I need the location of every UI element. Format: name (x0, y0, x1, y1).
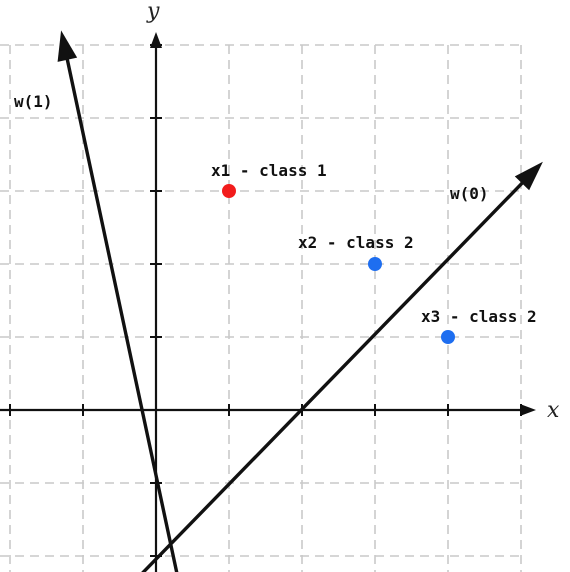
data-point-label: x2 - class 2 (298, 233, 414, 252)
vector-arrowhead-icon (514, 161, 543, 191)
vector-label: w(1) (14, 92, 53, 111)
x-axis-label: x (547, 398, 560, 423)
x-axis-arrow-icon (520, 404, 536, 416)
data-point (441, 330, 455, 344)
data-point (368, 257, 382, 271)
vector-label: w(0) (450, 184, 489, 203)
vector-shaft (141, 180, 525, 572)
vector-shaft (65, 57, 179, 572)
data-point-label: x3 - class 2 (421, 307, 537, 326)
data-point-label: x1 - class 1 (211, 161, 327, 180)
data-points: x1 - class 1 x2 - class 2 x3 - class 2 (211, 161, 537, 344)
data-point (222, 184, 236, 198)
grid (0, 44, 522, 572)
vector-arrowhead-icon (57, 30, 78, 62)
y-axis-label: y (146, 0, 160, 24)
axes (0, 32, 536, 572)
weight-vectors: w(0) w(1) (14, 30, 543, 572)
